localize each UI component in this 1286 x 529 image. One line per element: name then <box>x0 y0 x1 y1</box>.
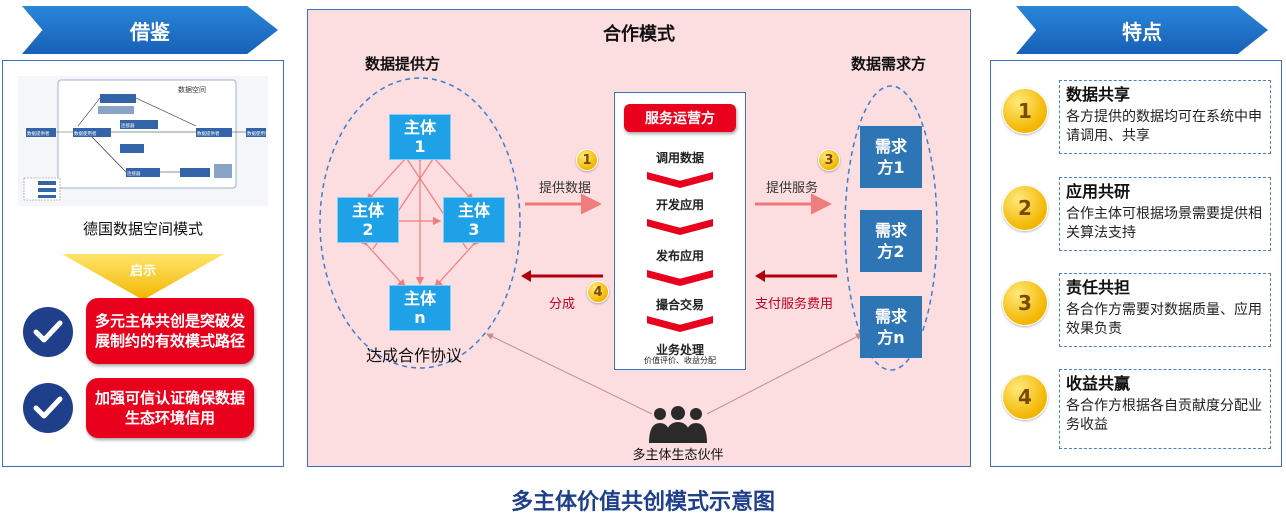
insight-label: 启示 <box>129 264 156 279</box>
step-match-trade: 撮合交易 <box>655 298 704 312</box>
entity-3: 主体 3 <box>443 197 505 243</box>
entity-1-line2: 1 <box>414 137 426 156</box>
operator-title: 服务运营方 <box>624 104 736 132</box>
feature-desc-4: 各合作方根据各自贡献度分配业务收益 <box>1066 398 1262 433</box>
feature-desc-1: 各方提供的数据均可在系统中申请调用、共享 <box>1066 109 1262 144</box>
center-title: 合作模式 <box>603 24 675 45</box>
feature-title-4: 收益共赢 <box>1066 374 1131 393</box>
feature-title-1: 数据共享 <box>1066 85 1131 104</box>
entity-n-line1: 主体 <box>403 289 436 308</box>
step-develop-app: 开发应用 <box>655 198 704 212</box>
step-number-3: 3 <box>818 149 840 171</box>
step-business: 业务处理 <box>655 343 704 357</box>
thumb-label: 数据使用者 <box>247 130 268 137</box>
insight-item-2-text: 加强可信认证确保数据生态环境信用 <box>94 389 245 427</box>
demand-1-line2: 方1 <box>877 158 905 177</box>
agreement-label: 达成合作协议 <box>366 346 463 365</box>
demand-ellipse <box>844 85 938 371</box>
right-header-chevron: 特点 <box>1016 6 1268 54</box>
flow-pay-fee: 支付服务费用 <box>755 297 834 312</box>
insight-item-1: 多元主体共创是突破发展制约的有效模式路径 <box>86 298 254 364</box>
entity-3-line2: 3 <box>468 220 480 239</box>
demand-1: 需求 方1 <box>860 126 922 188</box>
entity-1-line1: 主体 <box>403 118 436 137</box>
check-icon <box>23 383 73 433</box>
feature-number-1: 1 <box>1002 88 1048 134</box>
demand-n: 需求 方n <box>860 296 922 358</box>
flow-provide-data: 提供数据 <box>539 181 592 196</box>
demand-2: 需求 方2 <box>860 210 922 272</box>
data-space-thumbnail: 数据空间 数据提供者数据使用者数据使用者数据提供者连接器连接器 <box>18 76 270 206</box>
step-number-4: 4 <box>587 281 609 303</box>
entity-2-line1: 主体 <box>351 201 384 220</box>
feature-number-4: 4 <box>1002 374 1048 420</box>
partners-icon <box>646 405 710 443</box>
insight-item-2: 加强可信认证确保数据生态环境信用 <box>86 378 254 438</box>
step-call-data: 调用数据 <box>655 151 704 165</box>
thumbnail-diagram: 数据空间 数据提供者数据使用者数据使用者数据提供者连接器连接器 <box>23 79 270 201</box>
feature-desc-3: 各合作方需要对数据质量、应用效果负责 <box>1066 302 1262 337</box>
flow-provide-service: 提供服务 <box>766 181 819 196</box>
thumb-title: 数据空间 <box>178 85 206 94</box>
thumb-label: 连接器 <box>121 122 135 129</box>
demand-n-line1: 需求 <box>874 307 907 326</box>
step-business-sub: 价值评价、收益分配 <box>644 356 716 365</box>
entity-n: 主体 n <box>389 285 451 331</box>
provider-title: 数据提供方 <box>365 55 441 73</box>
demand-title: 数据需求方 <box>851 55 927 73</box>
flow-diagram <box>319 77 938 415</box>
feature-title-3: 责任共担 <box>1066 278 1131 297</box>
entity-1: 主体 1 <box>389 114 451 160</box>
thumb-label: 数据使用者 <box>74 130 97 137</box>
flow-share: 分成 <box>549 297 576 312</box>
step-publish-app: 发布应用 <box>655 249 704 263</box>
feature-number-3: 3 <box>1002 280 1048 326</box>
entity-3-line1: 主体 <box>457 201 490 220</box>
entity-2-line2: 2 <box>362 220 374 239</box>
entity-n-line2: n <box>414 308 426 327</box>
demand-n-line2: 方n <box>877 328 905 347</box>
left-header-chevron: 借鉴 <box>22 6 278 54</box>
step-number-1: 1 <box>576 149 598 171</box>
check-icon <box>23 307 73 357</box>
right-header-label: 特点 <box>1122 19 1162 44</box>
demand-2-line1: 需求 <box>874 221 907 240</box>
thumb-label: 连接器 <box>127 170 141 177</box>
operator-title-text: 服务运营方 <box>645 111 715 127</box>
feature-number-2: 2 <box>1002 185 1048 231</box>
demand-2-line2: 方2 <box>877 242 905 261</box>
thumb-label: 数据提供者 <box>27 130 50 137</box>
feature-title-2: 应用共研 <box>1066 182 1131 201</box>
feature-card-4: 收益共赢 各合作方根据各自贡献度分配业务收益 <box>1059 369 1271 449</box>
insight-item-1-text: 多元主体共创是突破发展制约的有效模式路径 <box>94 312 245 350</box>
partners-label: 多主体生态伙伴 <box>632 448 724 463</box>
demand-1-line1: 需求 <box>874 137 907 156</box>
image-caption: 德国数据空间模式 <box>82 220 203 238</box>
entity-2: 主体 2 <box>337 197 399 243</box>
feature-card-3: 责任共担 各合作方需要对数据质量、应用效果负责 <box>1059 273 1271 347</box>
feature-card-1: 数据共享 各方提供的数据均可在系统中申请调用、共享 <box>1059 80 1271 154</box>
feature-desc-2: 合作主体可根据场景需要提供相关算法支持 <box>1066 206 1262 241</box>
provider-ellipse <box>319 77 521 369</box>
figure-caption: 多主体价值共创模式示意图 <box>510 490 775 515</box>
left-header-label: 借鉴 <box>130 19 170 44</box>
feature-card-2: 应用共研 合作主体可根据场景需要提供相关算法支持 <box>1059 177 1271 251</box>
thumb-label: 数据提供者 <box>197 130 220 137</box>
